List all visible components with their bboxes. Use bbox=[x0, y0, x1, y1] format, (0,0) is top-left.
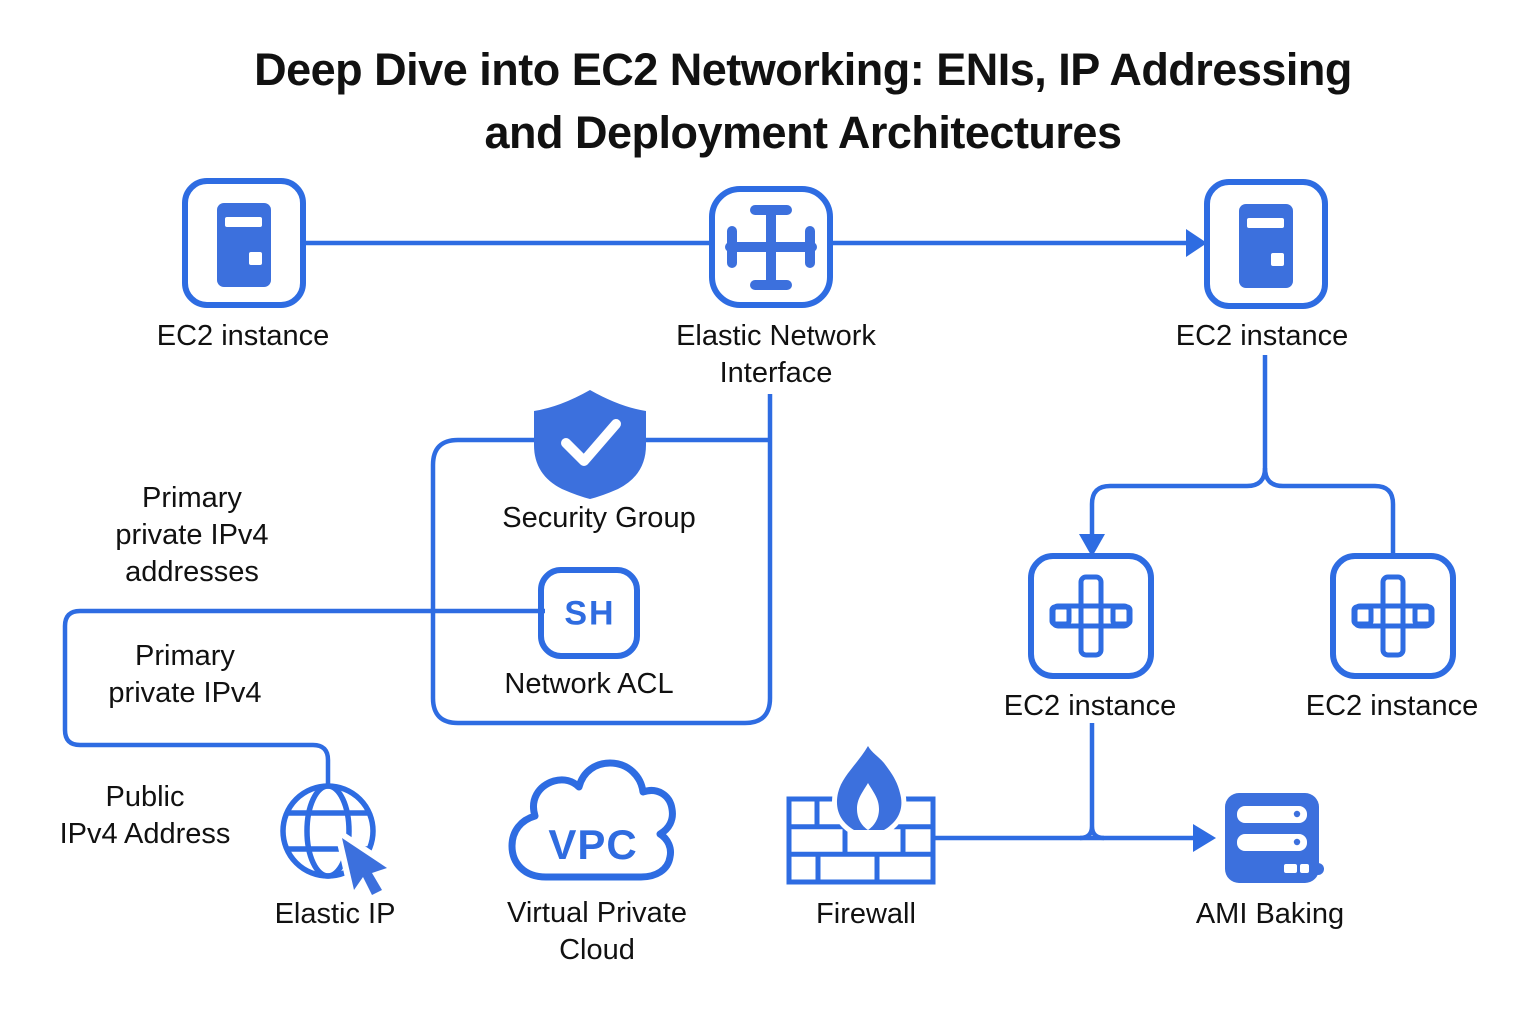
vpc-cloud-icon bbox=[508, 759, 676, 881]
ec2-instance-cross-icon bbox=[1330, 553, 1456, 679]
network-acl-icon bbox=[538, 567, 640, 659]
ec2-instance-icon bbox=[1204, 179, 1328, 309]
shield-check-icon bbox=[534, 390, 646, 499]
connector-eni-to-ec2-arrow bbox=[830, 229, 1207, 257]
firewall-label: Firewall bbox=[816, 898, 916, 930]
network-acl-label: Network ACL bbox=[504, 668, 674, 700]
elastic-ip-label: Elastic IP bbox=[274, 898, 396, 930]
ec2-top-right-label: EC2 instance bbox=[1175, 320, 1349, 352]
connector-private-ipv4-bracket bbox=[62, 608, 545, 786]
network-acl-icon-text: SH bbox=[564, 594, 616, 633]
public-ipv4-address-label: Public IPv4 Address bbox=[59, 781, 231, 850]
primary-private-ipv4-label: Primary private IPv4 bbox=[108, 640, 262, 709]
firewall-icon bbox=[786, 741, 936, 885]
connector-branch-split bbox=[1079, 355, 1396, 557]
elastic-ip-globe-icon bbox=[280, 783, 393, 901]
ami-baking-server-icon bbox=[1225, 793, 1324, 883]
ec2-branch-right-label: EC2 instance bbox=[1305, 690, 1479, 722]
ec2-branch-left-label: EC2 instance bbox=[1003, 690, 1177, 722]
eni-label: Elastic Network Interface bbox=[676, 320, 876, 389]
security-group-label: Security Group bbox=[502, 502, 696, 534]
vpc-icon-text: VPC bbox=[548, 821, 638, 868]
page-title: Deep Dive into EC2 Networking: ENIs, IP … bbox=[254, 44, 1352, 158]
vpc-label: Virtual Private Cloud bbox=[507, 897, 687, 966]
primary-private-ipv4-addresses-label: Primary private IPv4 addresses bbox=[115, 482, 269, 588]
ami-baking-label: AMI Baking bbox=[1195, 898, 1345, 930]
elastic-network-interface-icon bbox=[709, 186, 833, 308]
ec2-instance-icon bbox=[182, 178, 306, 308]
ec2-instance-cross-icon bbox=[1028, 553, 1154, 679]
ec2-top-left-label: EC2 instance bbox=[156, 320, 330, 352]
security-group-box bbox=[430, 394, 773, 726]
connector-firewall-to-ami bbox=[935, 723, 1216, 852]
